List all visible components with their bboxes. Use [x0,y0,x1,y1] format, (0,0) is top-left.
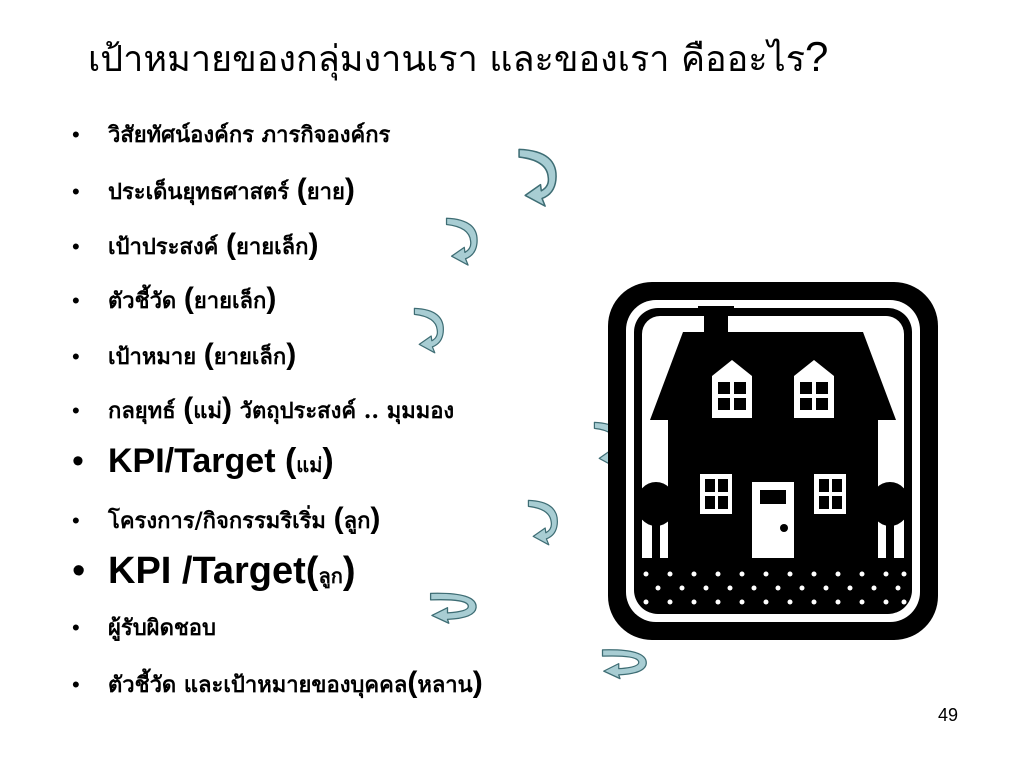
bullet-marker: • [72,234,80,259]
bullet-marker: • [72,288,80,313]
item-inner: หลาน [417,672,473,698]
paren-open: ( [183,282,194,315]
bullet-marker: • [72,122,80,147]
title-question-mark: ? [805,33,829,80]
curved-down-arrow-icon [517,148,558,208]
page-number: 49 [938,705,959,725]
list-item: • ตัวชี้วัด (ยายเล็ก) [72,284,276,314]
paren-open: ( [183,392,194,425]
list-item: • ประเด็นยุทธศาสตร์ (ยาย) [72,175,355,205]
paren-open: ( [407,666,418,699]
item-text: โครงการ/กิจกรรมริเริ่ม [108,508,334,534]
paren-open: ( [225,228,236,261]
item-inner: ยายเล็ก [235,234,309,260]
ground-dots [643,571,907,605]
item-inner: ลูก [318,564,343,588]
item-text: วิสัยทัศน์องค์กร ภารกิจองค์กร [108,122,391,148]
item-text: KPI /Target [108,550,306,592]
list-item: • KPI/Target (แม่) [72,444,334,478]
item-inner: ยาย [306,179,345,205]
bullet-marker: • [72,508,80,533]
paren-close: ) [370,502,381,535]
paren-close: ) [322,442,334,480]
bullet-marker: • [72,672,80,697]
house-icon [608,282,938,640]
bullet-marker: • [72,550,86,592]
item-inner: แม่ [193,398,222,424]
curved-down-arrow-icon [527,499,559,546]
item-text: ผู้รับผิดชอบ [108,615,216,641]
list-item: • วิสัยทัศน์องค์กร ภารกิจองค์กร [72,122,391,148]
item-inner: ยายเล็ก [213,344,287,370]
item-inner: ลูก [343,508,371,534]
paren-open: ( [333,502,344,535]
list-item: • เป้าประสงค์ (ยายเล็ก) [72,230,318,260]
curved-down-arrow-icon [601,648,648,680]
paren-close: ) [342,550,356,592]
curved-down-arrow-icon [445,217,479,267]
item-text: ตัวชี้วัด และเป้าหมายของบุคคล [108,672,408,698]
curved-down-arrow-icon [413,307,445,354]
list-item: • ผู้รับผิดชอบ [72,615,216,641]
item-after: วัตถุประสงค์ .. มุมมอง [231,398,455,424]
paren-close: ) [308,228,319,261]
list-item: • เป้าหมาย (ยายเล็ก) [72,340,296,370]
title-text: เป้าหมายของกลุ่มงานเรา และของเรา คืออะไร [88,39,806,80]
curved-down-arrow-icon [429,592,478,625]
paren-close: ) [286,338,297,371]
item-inner: ยายเล็ก [193,288,267,314]
paren-open: ( [305,550,319,592]
paren-open: ( [296,173,307,206]
paren-close: ) [472,666,483,699]
item-text: เป้าหมาย [108,344,204,370]
paren-open: ( [284,442,297,480]
list-item: • โครงการ/กิจกรรมริเริ่ม (ลูก) [72,504,380,534]
item-text: ตัวชี้วัด [108,288,184,314]
bullet-marker: • [72,615,80,640]
paren-close: ) [344,173,355,206]
list-item: • กลยุทธ์ (แม่) วัตถุประสงค์ .. มุมมอง [72,394,454,424]
item-text: กลยุทธ์ [108,398,184,424]
list-item: • KPI /Target(ลูก) [72,552,355,590]
item-inner: แม่ [296,453,323,477]
bullet-marker: • [72,398,80,423]
bullet-marker: • [72,442,84,480]
list-item: • ตัวชี้วัด และเป้าหมายของบุคคล(หลาน) [72,668,483,698]
paren-close: ) [266,282,277,315]
bullet-marker: • [72,179,80,204]
paren-open: ( [203,338,214,371]
paren-close: ) [221,392,232,425]
item-text: ประเด็นยุทธศาสตร์ [108,179,297,205]
slide-title: เป้าหมายของกลุ่มงานเรา และของเรา คืออะไร… [88,30,998,87]
item-text: KPI/Target [108,442,285,480]
item-text: เป้าประสงค์ [108,234,226,260]
bullet-marker: • [72,344,80,369]
